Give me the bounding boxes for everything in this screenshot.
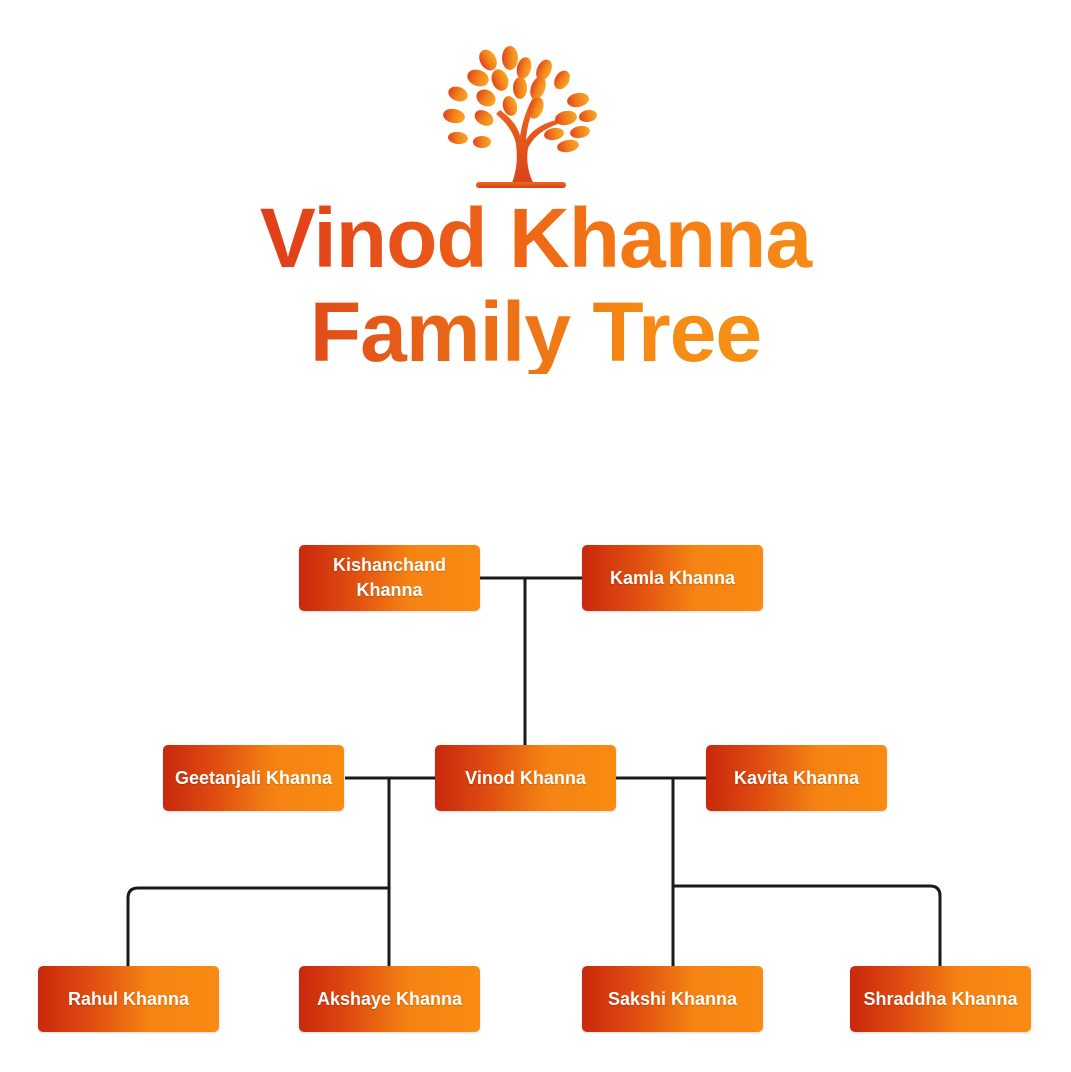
person-node-kishanchand-khanna[interactable]: Kishanchand Khanna — [299, 545, 480, 611]
tree-logo-icon — [443, 46, 597, 188]
person-node-geetanjali-khanna[interactable]: Geetanjali Khanna — [163, 745, 344, 811]
person-node-shraddha-khanna[interactable]: Shraddha Khanna — [850, 966, 1031, 1032]
page-title-line-2: Family Tree — [0, 290, 1071, 374]
page-title-line-1: Vinod Khanna — [0, 196, 1071, 280]
person-node-kamla-khanna[interactable]: Kamla Khanna — [582, 545, 763, 611]
person-node-vinod-khanna[interactable]: Vinod Khanna — [435, 745, 616, 811]
shraddha-branch-line — [673, 884, 942, 966]
person-node-kavita-khanna[interactable]: Kavita Khanna — [706, 745, 887, 811]
person-node-sakshi-khanna[interactable]: Sakshi Khanna — [582, 966, 763, 1032]
person-node-rahul-khanna[interactable]: Rahul Khanna — [38, 966, 219, 1032]
rahul-branch-line — [126, 886, 389, 966]
person-node-akshaye-khanna[interactable]: Akshaye Khanna — [299, 966, 480, 1032]
